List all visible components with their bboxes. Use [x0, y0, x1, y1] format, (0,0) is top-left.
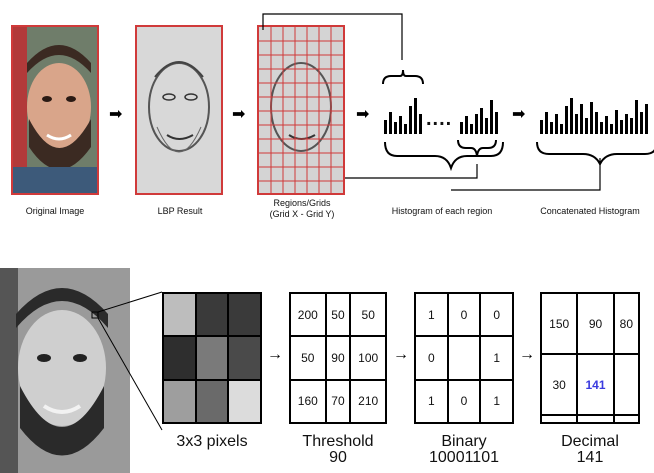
decimal-cell: [612, 353, 641, 417]
zoom-lines: [91, 291, 163, 431]
pixel-cell: [227, 335, 262, 381]
decimal-cell: [539, 414, 579, 424]
binary-cell: 1: [414, 378, 449, 425]
arrow-right-icon: ➡: [232, 106, 246, 123]
label-binary: Binary 10001101: [406, 434, 522, 466]
arrow-right-icon: →: [393, 346, 409, 363]
threshold-grid: 200 50 50 50 90 100 160 70 210: [289, 291, 387, 425]
pixel-cell: [194, 335, 230, 381]
threshold-cell: 100: [349, 335, 387, 381]
label-concatenated-histogram: Concatenated Histogram: [540, 206, 640, 216]
label-regions-line1: Regions/Grids: [273, 198, 331, 208]
label-decimal: Decimal 141: [534, 434, 646, 466]
binary-cell: 1: [414, 291, 449, 338]
lbp-texture-icon: [137, 27, 221, 193]
threshold-cell: 210: [349, 378, 387, 425]
decimal-cell-center: 141: [576, 353, 615, 417]
binary-cell: 0: [446, 291, 482, 338]
threshold-cell: 50: [324, 291, 352, 338]
threshold-cell: 160: [289, 378, 327, 425]
arrow-right-icon: →: [267, 346, 283, 363]
threshold-cell: 200: [289, 291, 327, 338]
binary-cell: 0: [479, 291, 514, 338]
histogram-ellipsis: ....: [426, 108, 453, 130]
threshold-cell: 70: [324, 378, 352, 425]
threshold-cell: 50: [349, 291, 387, 338]
pixel-cell: [227, 291, 262, 338]
connector-lines: [262, 13, 654, 191]
pixel-cell: [162, 378, 197, 425]
decimal-cell: 80: [612, 291, 641, 356]
label-binary-line1: Binary: [441, 433, 487, 450]
label-regions-grids: Regions/Grids (Grid X - Grid Y): [250, 198, 354, 220]
regions-grid-image: [257, 25, 345, 195]
decimal-cell: [576, 414, 615, 424]
decimal-grid: 150 90 80 30 141: [539, 291, 641, 424]
pixel-cell: [194, 291, 230, 338]
original-image: [11, 25, 99, 195]
label-histogram-each-region: Histogram of each region: [391, 206, 493, 216]
label-decimal-value: 141: [576, 449, 604, 466]
label-threshold: Threshold 90: [284, 434, 392, 466]
label-original-image: Original Image: [25, 206, 85, 216]
pixel-cell: [227, 378, 262, 425]
arrow-right-icon: ➡: [512, 106, 526, 123]
label-3x3-pixels: 3x3 pixels: [176, 433, 248, 450]
pixel-grid: [162, 291, 262, 425]
binary-grid: 1 0 0 0 1 1 0 1: [414, 291, 514, 425]
label-threshold-line1: Threshold: [302, 433, 374, 450]
arrow-right-icon: →: [519, 346, 535, 363]
decimal-cell: 30: [539, 353, 579, 417]
lbp-result-image: [135, 25, 223, 195]
label-lbp-result: LBP Result: [157, 206, 203, 216]
decimal-cell: [612, 414, 641, 424]
binary-cell: 1: [479, 378, 514, 425]
face-photo-icon: [13, 27, 97, 193]
concatenated-histogram: [540, 98, 648, 134]
label-binary-value: 10001101: [429, 449, 499, 466]
binary-cell: 1: [479, 335, 514, 381]
binary-cell: [446, 335, 482, 381]
label-threshold-value: 90: [329, 449, 347, 466]
decimal-cell: 150: [539, 291, 579, 356]
pixel-cell: [162, 291, 197, 338]
pixel-cell: [194, 378, 230, 425]
binary-cell: 0: [446, 378, 482, 425]
face-grayscale-icon: [0, 268, 130, 473]
threshold-cell: 90: [324, 335, 352, 381]
histogram-each-region: [384, 98, 498, 134]
pixel-cell: [162, 335, 197, 381]
binary-cell: 0: [414, 335, 449, 381]
label-regions-line2: (Grid X - Grid Y): [269, 209, 335, 219]
label-decimal-line1: Decimal: [561, 433, 619, 450]
threshold-cell: 50: [289, 335, 327, 381]
arrow-right-icon: ➡: [109, 106, 123, 123]
face-photo-grayscale: [0, 268, 130, 473]
grid-overlay-icon: [259, 27, 343, 193]
decimal-cell: 90: [576, 291, 615, 356]
arrow-right-icon: ➡: [356, 106, 370, 123]
